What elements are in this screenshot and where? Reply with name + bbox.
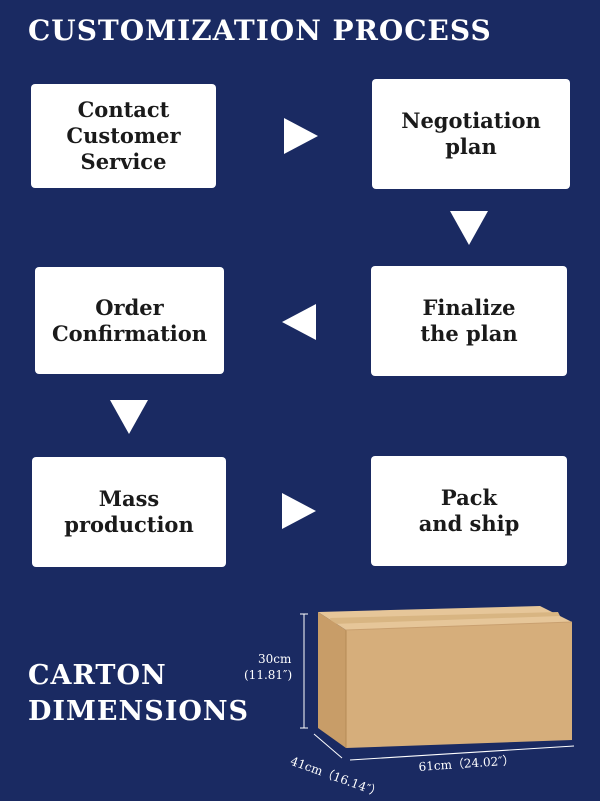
carton-height-in: (11.81″)	[244, 668, 293, 682]
step-label: Finalize the plan	[420, 295, 518, 346]
arrow-left-icon	[282, 304, 316, 340]
carton-title-line2: DIMENSIONS	[28, 696, 250, 727]
step-mass-production: Mass production	[32, 457, 226, 567]
step-label: Negotiation plan	[401, 108, 541, 159]
step-contact-customer-service: Contact Customer Service	[31, 84, 216, 188]
step-label: Pack and ship	[418, 485, 520, 536]
carton-title-line1: CARTON	[28, 660, 167, 691]
step-label: Mass production	[64, 486, 194, 537]
carton-height-cm: 30cm	[258, 652, 292, 666]
step-pack-and-ship: Pack and ship	[371, 456, 567, 566]
arrow-right-icon	[284, 118, 318, 154]
page-title: CUSTOMIZATION PROCESS	[28, 14, 492, 47]
step-negotiation-plan: Negotiation plan	[372, 79, 570, 189]
step-label: Contact Customer Service	[66, 97, 181, 174]
arrow-right-icon	[282, 493, 316, 529]
step-order-confirmation: Order Confirmation	[35, 267, 224, 374]
arrow-down-icon	[110, 400, 148, 434]
step-finalize-the-plan: Finalize the plan	[371, 266, 567, 376]
step-label: Order Confirmation	[51, 294, 208, 346]
arrow-down-icon	[450, 211, 488, 245]
carton-box-icon	[300, 606, 575, 761]
